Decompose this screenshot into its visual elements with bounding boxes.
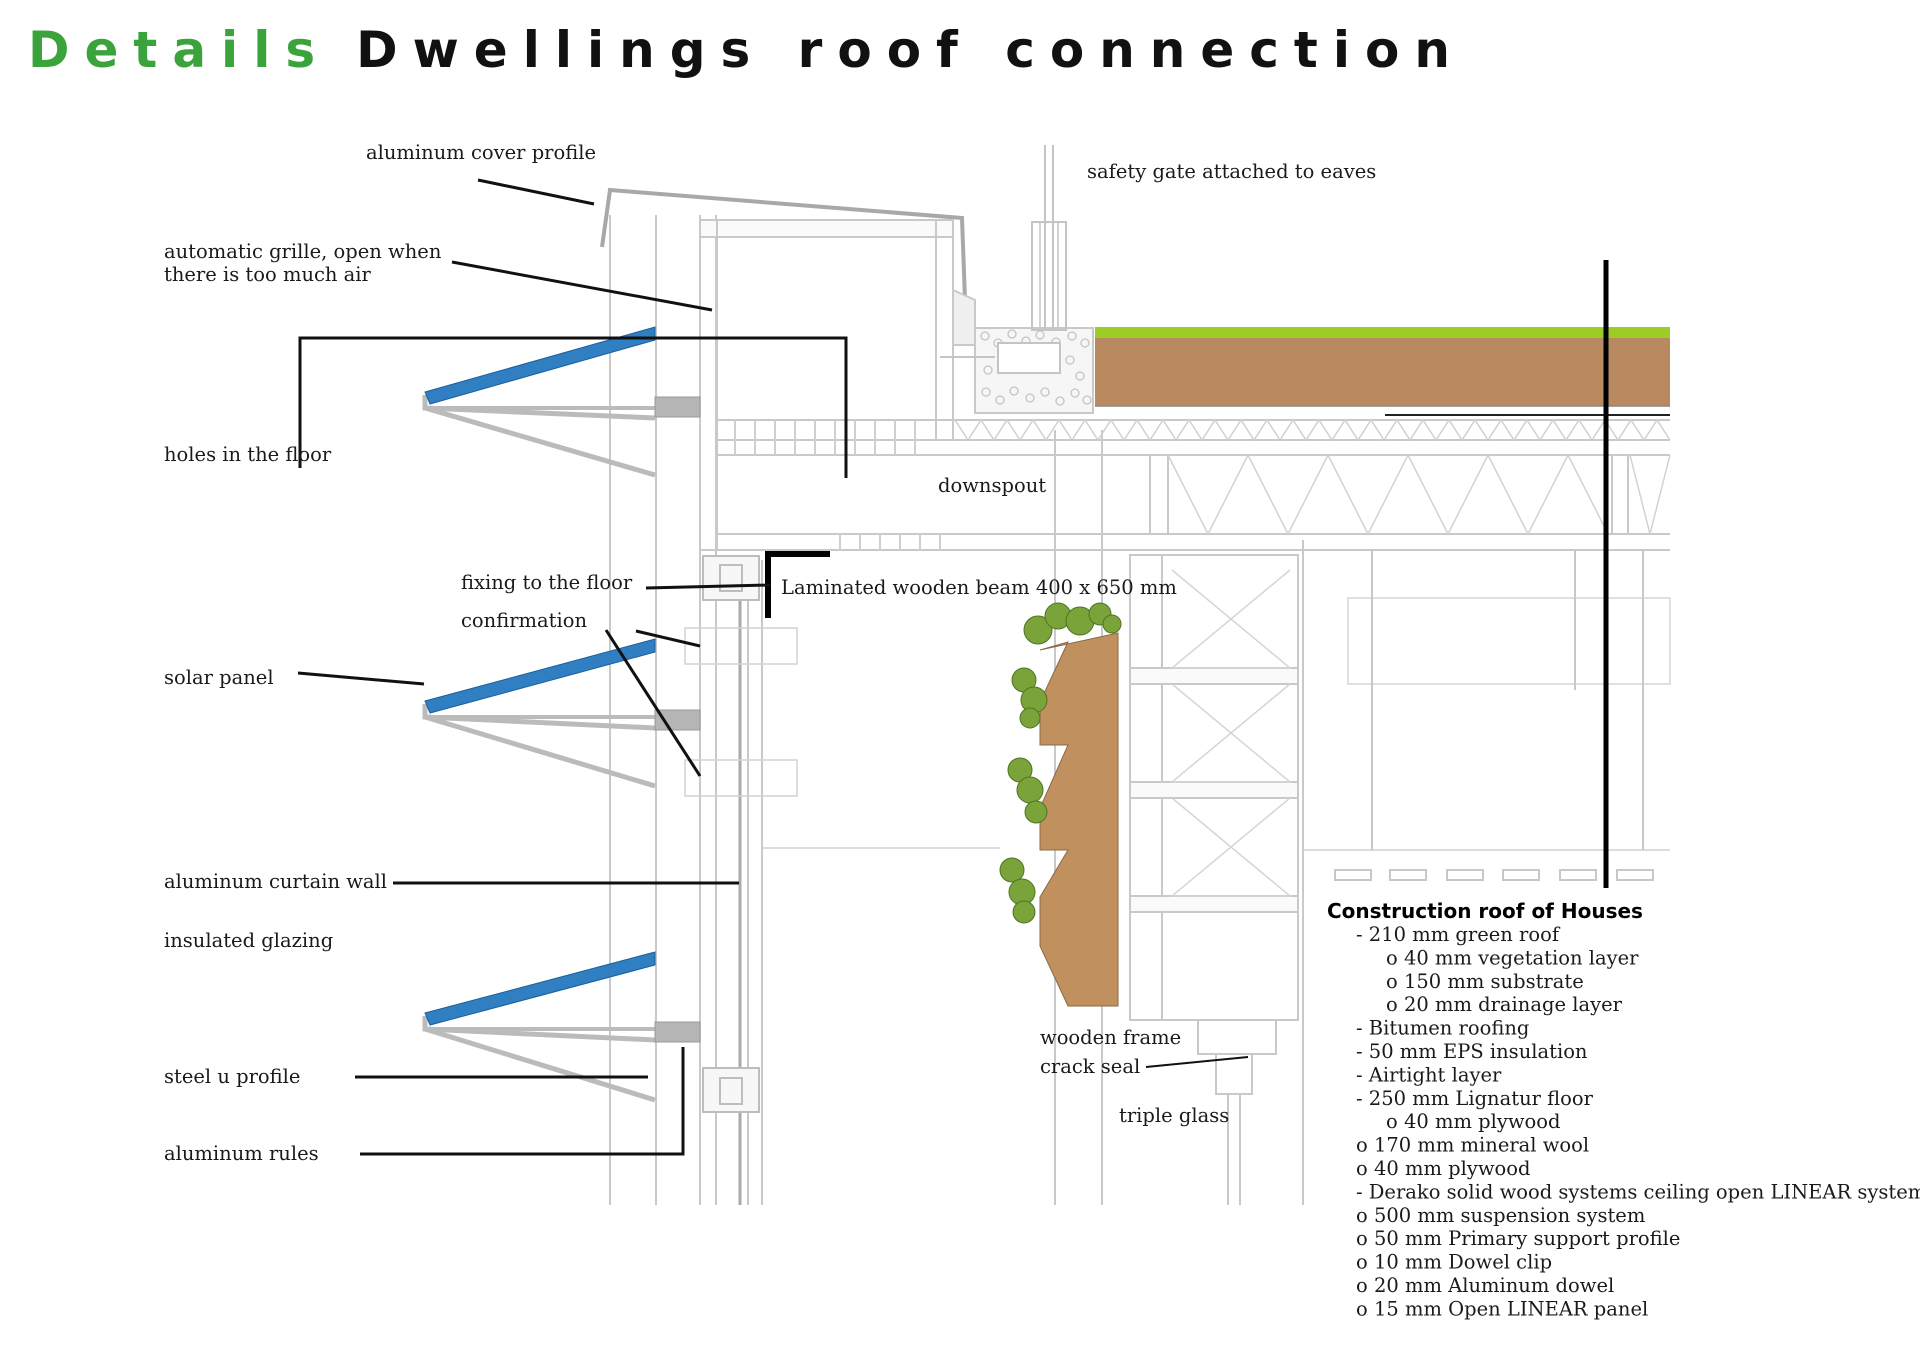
construction-layer-item: o 20 mm Aluminum dowel [1356, 1274, 1614, 1297]
cover-profile [600, 187, 976, 551]
vegetation-layer [1095, 327, 1670, 338]
construction-layer-item: - Airtight layer [1356, 1063, 1502, 1086]
label-triple-glass: triple glass [1119, 1104, 1229, 1127]
plant-icon [999, 602, 1122, 924]
vertical-planter [999, 602, 1122, 1007]
solar-panel-bottom [422, 951, 701, 1103]
construction-spec: Construction roof of Houses - 210 mm gre… [1327, 899, 1920, 1320]
construction-layer-item: o 150 mm substrate [1386, 970, 1584, 993]
label-automatic-grille: automatic grille, open when [164, 240, 442, 263]
label-crack-seal: crack seal [1040, 1055, 1140, 1078]
title-prefix: Details [28, 21, 330, 79]
label-confirmation: confirmation [461, 609, 587, 632]
construction-layer-item: o 15 mm Open LINEAR panel [1356, 1297, 1648, 1320]
construction-layer-item: - Derako solid wood systems ceiling open… [1356, 1180, 1920, 1203]
construction-layer-item: o 40 mm plywood [1386, 1110, 1561, 1133]
safety-gate [1031, 145, 1067, 331]
solar-panel-top [422, 326, 701, 478]
construction-layer-item: o 170 mm mineral wool [1356, 1134, 1589, 1157]
page-title: Details Dwellings roof connection [28, 21, 1465, 79]
floor-slab [717, 414, 1671, 551]
construction-layer-item: o 20 mm drainage layer [1386, 993, 1623, 1016]
label-fixing-to-floor: fixing to the floor [461, 571, 633, 594]
title-main: Dwellings roof connection [356, 21, 1465, 79]
construction-layer-item: o 10 mm Dowel clip [1356, 1251, 1552, 1274]
construction-layer-item: o 40 mm plywood [1356, 1157, 1531, 1180]
label-wooden-frame: wooden frame [1040, 1026, 1181, 1049]
label-aluminum-rules: aluminum rules [164, 1142, 319, 1165]
label-safety-gate: safety gate attached to eaves [1087, 160, 1376, 183]
label-steel-u-profile: steel u profile [164, 1065, 300, 1088]
callout-labels: aluminum cover profile automatic grille,… [164, 141, 1376, 1165]
label-solar-panel: solar panel [164, 666, 274, 689]
construction-layer-item: - 50 mm EPS insulation [1356, 1040, 1588, 1063]
construction-layer-item: - Bitumen roofing [1356, 1017, 1529, 1040]
construction-layer-item: - 250 mm Lignatur floor [1356, 1087, 1594, 1110]
label-aluminum-cover-profile: aluminum cover profile [366, 141, 596, 164]
label-laminated-beam: Laminated wooden beam 400 x 650 mm [781, 576, 1177, 599]
wooden-frame [1129, 554, 1299, 1205]
label-holes-in-floor: holes in the floor [164, 443, 332, 466]
fixing-blocks [684, 551, 1000, 1113]
construction-layer-item: o 500 mm suspension system [1356, 1204, 1645, 1227]
label-automatic-grille-2: there is too much air [164, 263, 372, 286]
suspended-ceiling [1303, 550, 1671, 881]
construction-layer-item: - 210 mm green roof [1356, 923, 1561, 946]
label-insulated-glazing: insulated glazing [164, 929, 333, 952]
substrate-layer [1095, 338, 1670, 406]
solar-panel-middle [422, 638, 701, 789]
label-downspout: downspout [938, 474, 1046, 497]
label-curtain-wall: aluminum curtain wall [164, 870, 387, 893]
construction-heading: Construction roof of Houses [1327, 899, 1643, 923]
green-roof [940, 327, 1670, 414]
leader-lines [297, 178, 1609, 1156]
construction-layer-item: o 40 mm vegetation layer [1386, 946, 1639, 969]
construction-layer-item: o 50 mm Primary support profile [1356, 1227, 1680, 1250]
